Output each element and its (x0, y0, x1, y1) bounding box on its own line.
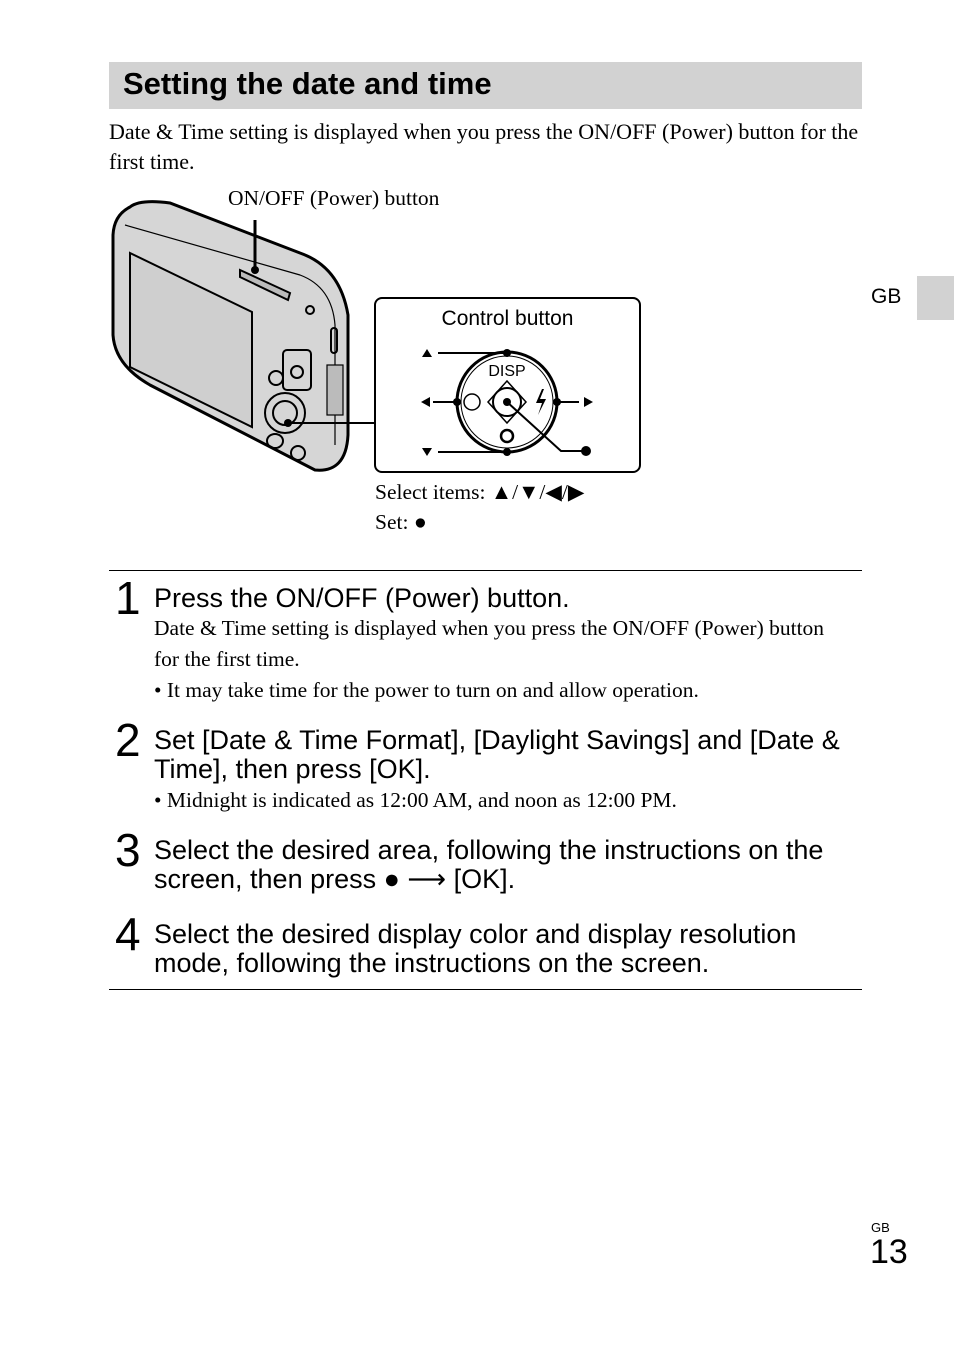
intro-text: Date & Time setting is displayed when yo… (109, 119, 859, 174)
step-1-bullet: • It may take time for the power to turn… (154, 678, 699, 702)
side-tab-label: GB (871, 285, 902, 308)
figure-caption: Select items: ▲/▼/◀/▶ Set: ● (375, 477, 584, 537)
step-4-number: 4 (115, 908, 141, 960)
disp-label: DISP (488, 363, 525, 380)
step-1-heading: Press the ON/OFF (Power) button. (154, 583, 570, 613)
camera-illustration (111, 200, 375, 472)
step-3-heading: Select the desired area, following the i… (154, 835, 824, 894)
step-1-body: Date & Time setting is displayed when yo… (154, 616, 825, 671)
step-1-number: 1 (115, 572, 141, 624)
control-wheel-diagram: DISP (421, 349, 593, 456)
set-caption: Set: ● (375, 510, 427, 534)
power-button-label: ON/OFF (Power) button (228, 186, 440, 210)
page-number: 13 (870, 1233, 908, 1271)
step-2-heading: Set [Date & Time Format], [Daylight Savi… (154, 725, 840, 784)
side-tab (917, 276, 954, 320)
select-items-caption: Select items: ▲/▼/◀/▶ (375, 480, 585, 504)
divider-bottom (109, 989, 862, 990)
self-timer-icon (499, 428, 515, 444)
control-button-callout: Control button (374, 297, 641, 473)
footer-lang: GB (871, 1220, 890, 1235)
divider-top (109, 570, 862, 571)
step-4-heading: Select the desired display color and dis… (154, 919, 797, 978)
control-button-label: Control button (441, 307, 574, 330)
step-3-number: 3 (115, 824, 141, 876)
section-title-bar: Setting the date and time (109, 62, 862, 109)
step-2-number: 2 (115, 714, 141, 766)
step-2-bullet: • Midnight is indicated as 12:00 AM, and… (154, 788, 677, 812)
section-title: Setting the date and time (123, 66, 492, 101)
